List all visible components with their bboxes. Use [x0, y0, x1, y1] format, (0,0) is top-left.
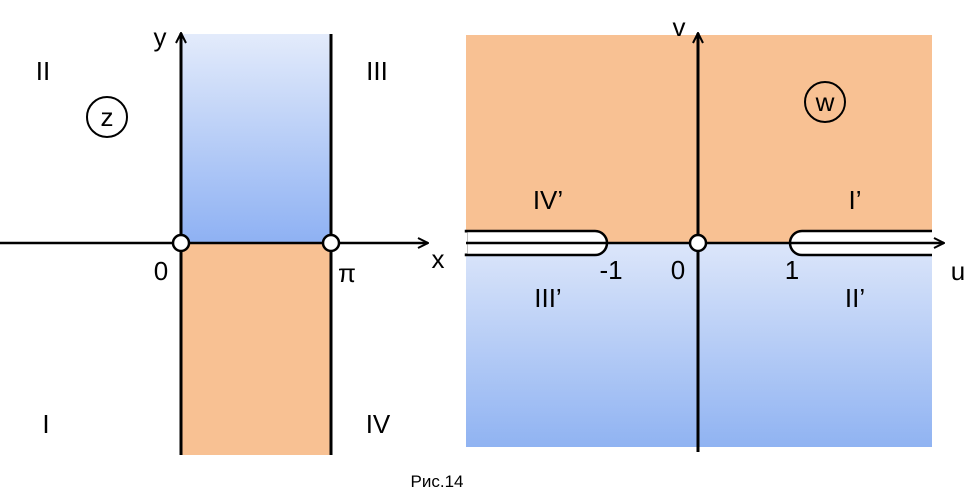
- z-pi-label: π: [338, 258, 356, 288]
- w-region-IV-label: IV’: [533, 185, 563, 215]
- z-axis-y-label: y: [154, 22, 167, 52]
- w-one-label: 1: [785, 255, 799, 285]
- figure-caption: Рис.14: [411, 472, 464, 491]
- z-origin-label: 0: [154, 256, 168, 286]
- z-strip-upper-blue: [181, 34, 331, 243]
- z-region-III-label: III: [366, 56, 388, 86]
- w-axis-v-label: v: [673, 12, 686, 42]
- w-origin-label: 0: [671, 255, 685, 285]
- w-axis-u-label: u: [951, 256, 965, 286]
- z-region-II-label: II: [36, 56, 50, 86]
- z-plane-circle-badge: [86, 96, 128, 138]
- z-origin-point: [171, 233, 191, 253]
- z-region-I-label: I: [42, 409, 49, 439]
- w-region-II-label: II’: [845, 283, 865, 313]
- z-pi-point: [321, 233, 341, 253]
- w-region-I-label: I’: [849, 185, 862, 215]
- w-minus-one-label: -1: [599, 255, 622, 285]
- w-cut-left-edge-mask: [464, 232, 467, 254]
- z-region-IV-label: IV: [366, 409, 391, 439]
- w-region-III-label: III’: [534, 283, 561, 313]
- w-origin-point: [688, 233, 708, 253]
- z-strip-lower-orange: [181, 243, 331, 455]
- z-plane-circle-label: z: [101, 102, 114, 132]
- w-plane-circle-label: w: [815, 87, 835, 117]
- z-axis-x-label: x: [432, 244, 445, 274]
- w-plane: w v u 0 -1 1 IV’ I’ III’ II’: [464, 12, 965, 452]
- z-plane: z y x 0 π II III I IV: [0, 22, 445, 455]
- w-plane-circle-badge: [804, 81, 846, 123]
